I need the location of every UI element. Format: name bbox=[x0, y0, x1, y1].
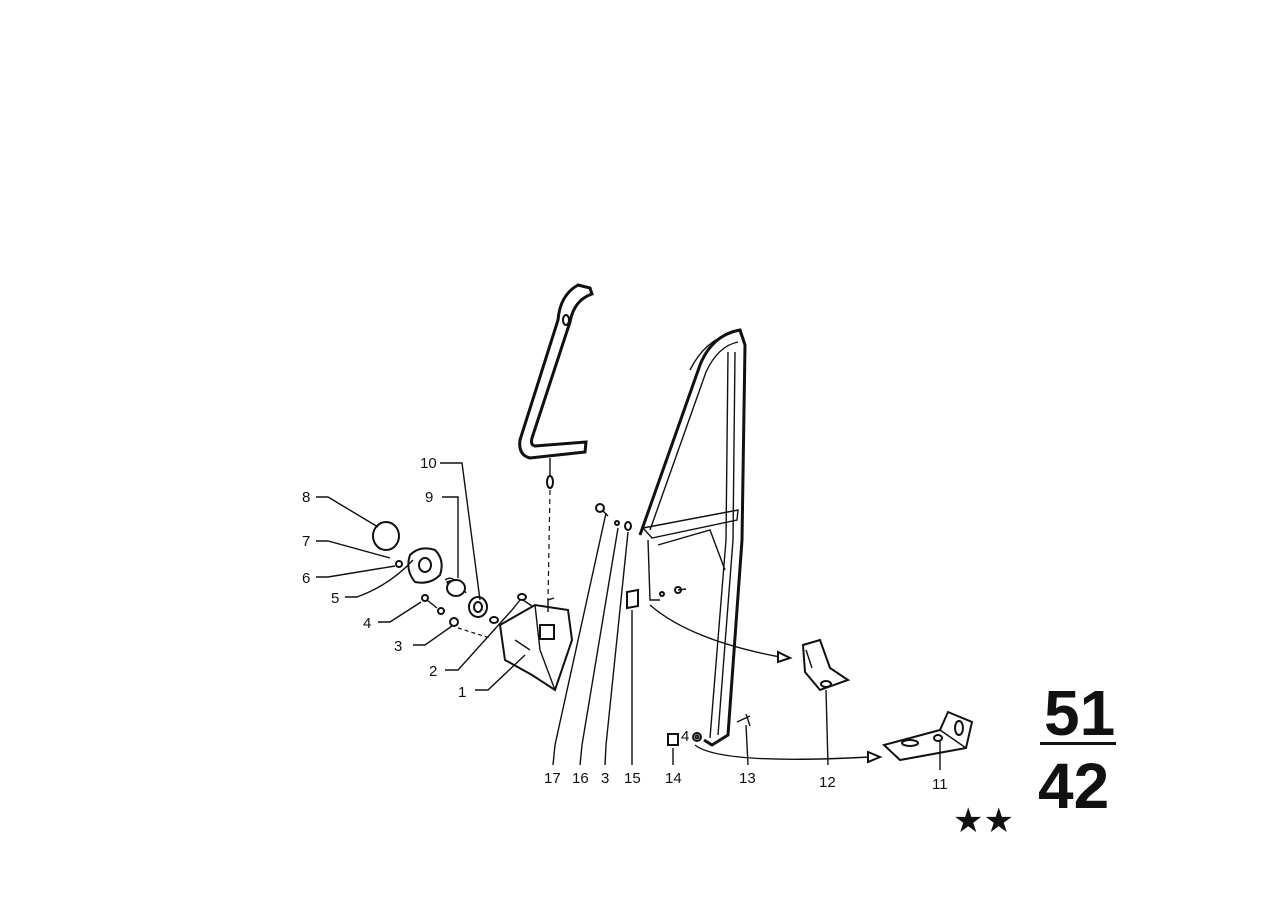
section-marks: ★★ bbox=[953, 801, 1014, 841]
callout-1: 1 bbox=[458, 684, 466, 701]
callout-16: 16 bbox=[572, 770, 589, 787]
washer-3b bbox=[624, 521, 632, 531]
callout-7: 7 bbox=[302, 533, 310, 550]
callout-4b: 4 bbox=[681, 728, 689, 745]
screw-13 bbox=[736, 713, 751, 727]
section-number: 51 42 ★★ bbox=[953, 677, 1116, 841]
screw-frame bbox=[659, 586, 687, 597]
screw-17 bbox=[595, 503, 609, 517]
section-bottom: 42 bbox=[1038, 750, 1109, 822]
callout-11: 11 bbox=[932, 776, 948, 793]
section-divider bbox=[1040, 742, 1116, 745]
alignment-line bbox=[547, 489, 551, 601]
washer-16 bbox=[614, 520, 620, 526]
callout-3b: 3 bbox=[601, 770, 609, 787]
callout-17: 17 bbox=[544, 770, 561, 787]
callout-8: 8 bbox=[302, 489, 310, 506]
screw-4 bbox=[421, 594, 445, 615]
handle-body bbox=[407, 547, 443, 584]
callout-2: 2 bbox=[429, 663, 437, 680]
plate-15 bbox=[626, 588, 639, 610]
nut-14 bbox=[667, 733, 679, 746]
callout-6: 6 bbox=[302, 570, 310, 587]
callout-3: 3 bbox=[394, 638, 402, 655]
callout-9: 9 bbox=[425, 489, 433, 506]
callout-5: 5 bbox=[331, 590, 339, 607]
arrow-to-bracket-11 bbox=[694, 744, 883, 764]
alignment-line-2 bbox=[457, 627, 491, 639]
callout-10: 10 bbox=[420, 455, 437, 472]
callout-13: 13 bbox=[739, 770, 756, 787]
callout-4: 4 bbox=[363, 615, 371, 632]
window-guide-rail bbox=[518, 283, 594, 489]
bracket-12 bbox=[801, 638, 851, 692]
handle-cap bbox=[372, 521, 400, 551]
callout-15: 15 bbox=[624, 770, 641, 787]
seal-ring bbox=[468, 596, 488, 618]
regulator-mechanism bbox=[489, 593, 574, 692]
callout-12: 12 bbox=[819, 774, 836, 791]
small-washer-6 bbox=[395, 560, 403, 568]
arrow-to-bracket-12 bbox=[649, 604, 793, 664]
spring bbox=[444, 577, 467, 597]
leader-lines bbox=[316, 462, 941, 770]
washer-3 bbox=[449, 617, 459, 627]
bracket-11 bbox=[882, 710, 974, 762]
section-top: 51 bbox=[1044, 677, 1115, 749]
callout-14: 14 bbox=[665, 770, 682, 787]
door-frame bbox=[638, 328, 747, 747]
washer-4b bbox=[692, 732, 702, 742]
